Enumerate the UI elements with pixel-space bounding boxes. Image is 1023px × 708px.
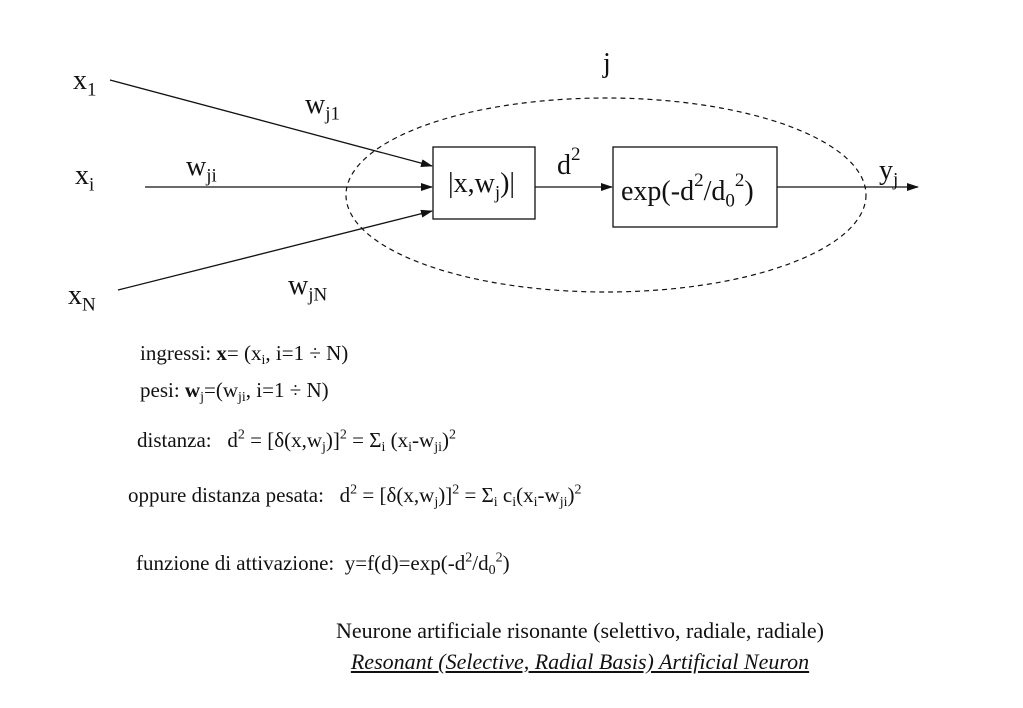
neuron-diagram (109, 79, 919, 293)
input-label-1: x1 (73, 65, 97, 101)
input-arrow-n (117, 209, 433, 291)
neuron-label: j (603, 48, 611, 79)
activation-block (612, 146, 778, 228)
equation-distanza: distanza: d2 = [δ(x,wj)]2 = Σi (xi-wji)2 (137, 427, 456, 456)
input-label-n: xN (68, 280, 96, 316)
weight-label-n: wjN (288, 270, 328, 306)
weight-label-1: wj1 (305, 89, 341, 125)
distance-block (432, 146, 536, 220)
equation-pesi: pesi: wj=(wji, i=1 ÷ N) (140, 378, 329, 406)
distance-block-label: |x,wj)| (448, 168, 516, 204)
output-label: yj (879, 155, 899, 191)
activation-block-label: exp(-d2/d02) (621, 169, 754, 212)
equation-ingressi: ingressi: x= (xi, i=1 ÷ N) (140, 341, 349, 369)
caption-italian: Neurone artificiale risonante (selettivo… (335, 618, 825, 643)
input-label-i: xi (75, 160, 95, 196)
caption-english: Resonant (Selective, Radial Basis) Artif… (350, 649, 810, 674)
neuron-boundary (345, 97, 867, 293)
equation-distanza-pesata: oppure distanza pesata: d2 = [δ(x,wj)]2 … (128, 482, 582, 511)
equation-attivazione: funzione di attivazione: y=f(d)=exp(-d2/… (136, 550, 510, 579)
weight-label-i: wji (186, 151, 217, 187)
signal-label: d2 (557, 143, 581, 181)
input-arrow-1 (109, 79, 433, 168)
